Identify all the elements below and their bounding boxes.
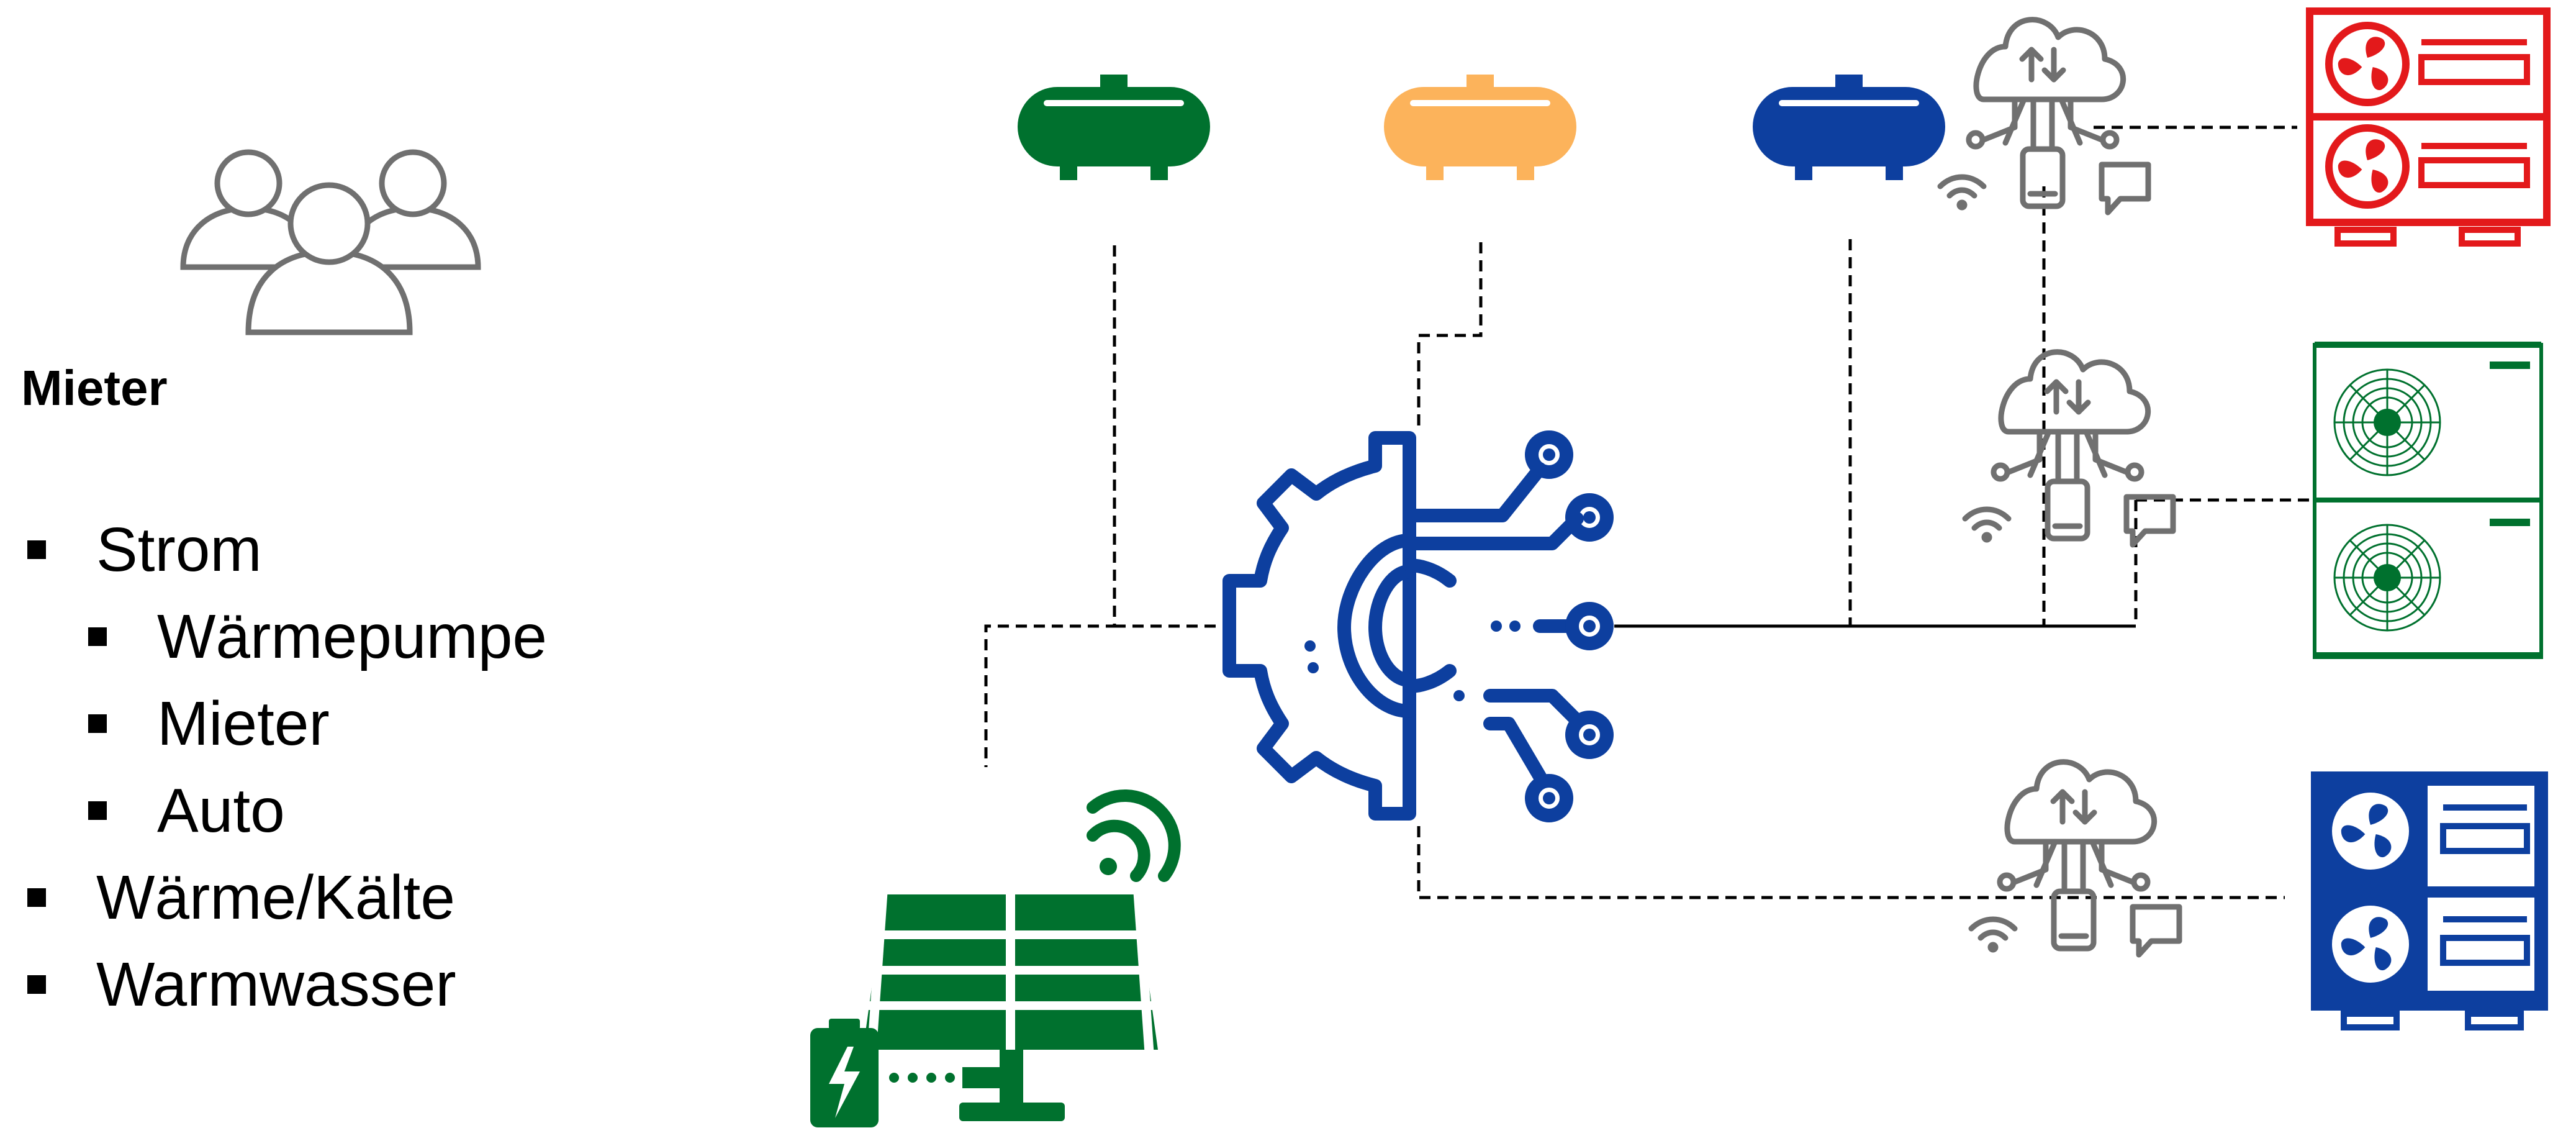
bullet-square bbox=[88, 714, 107, 733]
bullet-item: Auto bbox=[88, 780, 285, 842]
bullet-item: Wärmepumpe bbox=[88, 606, 547, 668]
bullet-square bbox=[27, 975, 46, 994]
connection-lines bbox=[984, 125, 2310, 899]
cloud-iot-icon bbox=[1965, 352, 2173, 545]
solar-panel-battery-icon bbox=[810, 789, 1181, 1127]
bullet-square bbox=[27, 888, 46, 907]
storage-tank-orange-icon bbox=[1384, 75, 1576, 180]
storage-tank-green-icon bbox=[1018, 75, 1210, 180]
hvac-outdoor-unit-blue-icon bbox=[2311, 771, 2548, 1030]
heat-pump-unit-green-icon bbox=[2313, 342, 2543, 659]
hvac-outdoor-unit-red-icon bbox=[2306, 7, 2551, 247]
bullet-item: Mieter bbox=[88, 693, 330, 755]
bullet-item: Warmwasser bbox=[27, 953, 456, 1016]
bullet-item: Strom bbox=[27, 519, 262, 581]
bullet-square bbox=[88, 627, 107, 646]
users-icon bbox=[180, 149, 481, 335]
bullet-square bbox=[27, 540, 46, 559]
bullet-item: Wärme/Kälte bbox=[27, 866, 455, 929]
cloud-iot-icon bbox=[1971, 762, 2179, 955]
tenants-heading: Mieter bbox=[21, 360, 168, 416]
cloud-iot-icon bbox=[1940, 20, 2148, 212]
digital-gear-icon bbox=[1222, 430, 1614, 822]
bullet-square bbox=[88, 801, 107, 820]
storage-tank-blue-icon bbox=[1753, 75, 1945, 180]
